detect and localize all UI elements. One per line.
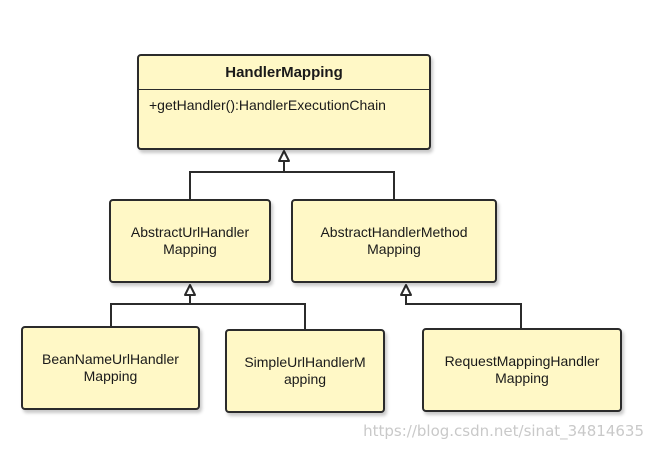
- class-abstract-url-handler-mapping: AbstractUrlHandler Mapping: [109, 199, 271, 283]
- class-label: apping: [283, 371, 327, 387]
- inheritance-arrowhead: [400, 284, 412, 296]
- edge-request-mapping-to-abstract-method: [405, 295, 522, 328]
- class-handler-mapping: HandlerMapping +getHandler():HandlerExec…: [137, 54, 431, 150]
- class-label: AbstractHandlerMethod: [320, 224, 468, 240]
- class-title: HandlerMapping: [139, 56, 429, 90]
- class-label: BeanNameUrlHandler: [42, 351, 179, 367]
- edge-simple-url-to-abstract-url: [190, 303, 306, 329]
- inheritance-arrowhead: [184, 284, 196, 296]
- edge-bean-name-to-abstract-url: [110, 295, 191, 326]
- class-label: Mapping: [367, 241, 421, 257]
- class-label: Mapping: [495, 370, 549, 386]
- class-method: +getHandler():HandlerExecutionChain: [149, 97, 386, 113]
- edge-abstract-method-to-root: [284, 171, 395, 199]
- watermark: https://blog.csdn.net/sinat_34814635: [363, 422, 644, 440]
- class-abstract-handler-method-mapping: AbstractHandlerMethod Mapping: [291, 199, 497, 283]
- class-label: Mapping: [163, 241, 217, 257]
- inheritance-arrowhead: [278, 150, 290, 162]
- class-bean-name-url-handler-mapping: BeanNameUrlHandler Mapping: [21, 326, 200, 410]
- class-label: Mapping: [83, 368, 138, 384]
- class-request-mapping-handler-mapping: RequestMappingHandler Mapping: [422, 328, 622, 412]
- class-simple-url-handler-mapping: SimpleUrlHandlerM apping: [225, 329, 385, 413]
- edge-abstract-url-to-root: [189, 160, 285, 199]
- class-label: AbstractUrlHandler: [130, 224, 250, 240]
- class-label: RequestMappingHandler: [444, 353, 600, 369]
- class-label: SimpleUrlHandlerM: [244, 354, 366, 370]
